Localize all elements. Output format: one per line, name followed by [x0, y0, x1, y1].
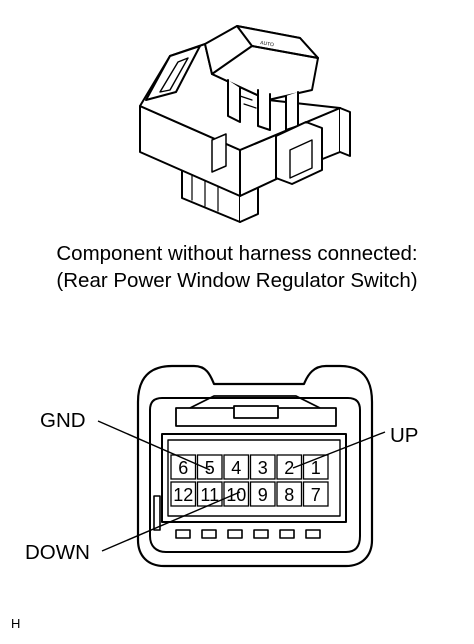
pin-number: 1 — [311, 458, 321, 478]
pin-number: 4 — [231, 458, 241, 478]
pin-number: 8 — [284, 485, 294, 505]
gnd-label: GND — [40, 409, 86, 432]
pin-number: 6 — [178, 458, 188, 478]
callout-leaders — [97, 420, 386, 552]
pin-number: 2 — [284, 458, 294, 478]
pin-number: 9 — [258, 485, 268, 505]
down-label: DOWN — [25, 541, 90, 564]
pin-cell — [249, 454, 276, 480]
illustration-code: H — [11, 616, 21, 631]
caption-line-2: (Rear Power Window Regulator Switch) — [56, 269, 418, 292]
auto-label: AUTO — [260, 40, 275, 48]
power-window-switch-icon: AUTO — [139, 25, 351, 223]
pin-cell — [170, 481, 197, 507]
pin-cell — [276, 481, 303, 507]
pin-cell — [223, 454, 250, 480]
pin-cell — [302, 481, 329, 507]
pin-number: 12 — [173, 485, 193, 505]
pin-number: 11 — [200, 485, 219, 505]
caption-line-1: Component without harness connected: — [56, 242, 418, 265]
pin-cell — [249, 481, 276, 507]
pin-number: 3 — [258, 458, 268, 478]
pin-number: 10 — [226, 485, 246, 505]
gnd-leader-line — [97, 420, 211, 471]
down-leader-line — [101, 491, 241, 552]
pin-number: 5 — [205, 458, 215, 478]
up-leader-line — [292, 431, 386, 469]
pin-number: 7 — [311, 485, 321, 505]
up-label: UP — [390, 424, 418, 447]
